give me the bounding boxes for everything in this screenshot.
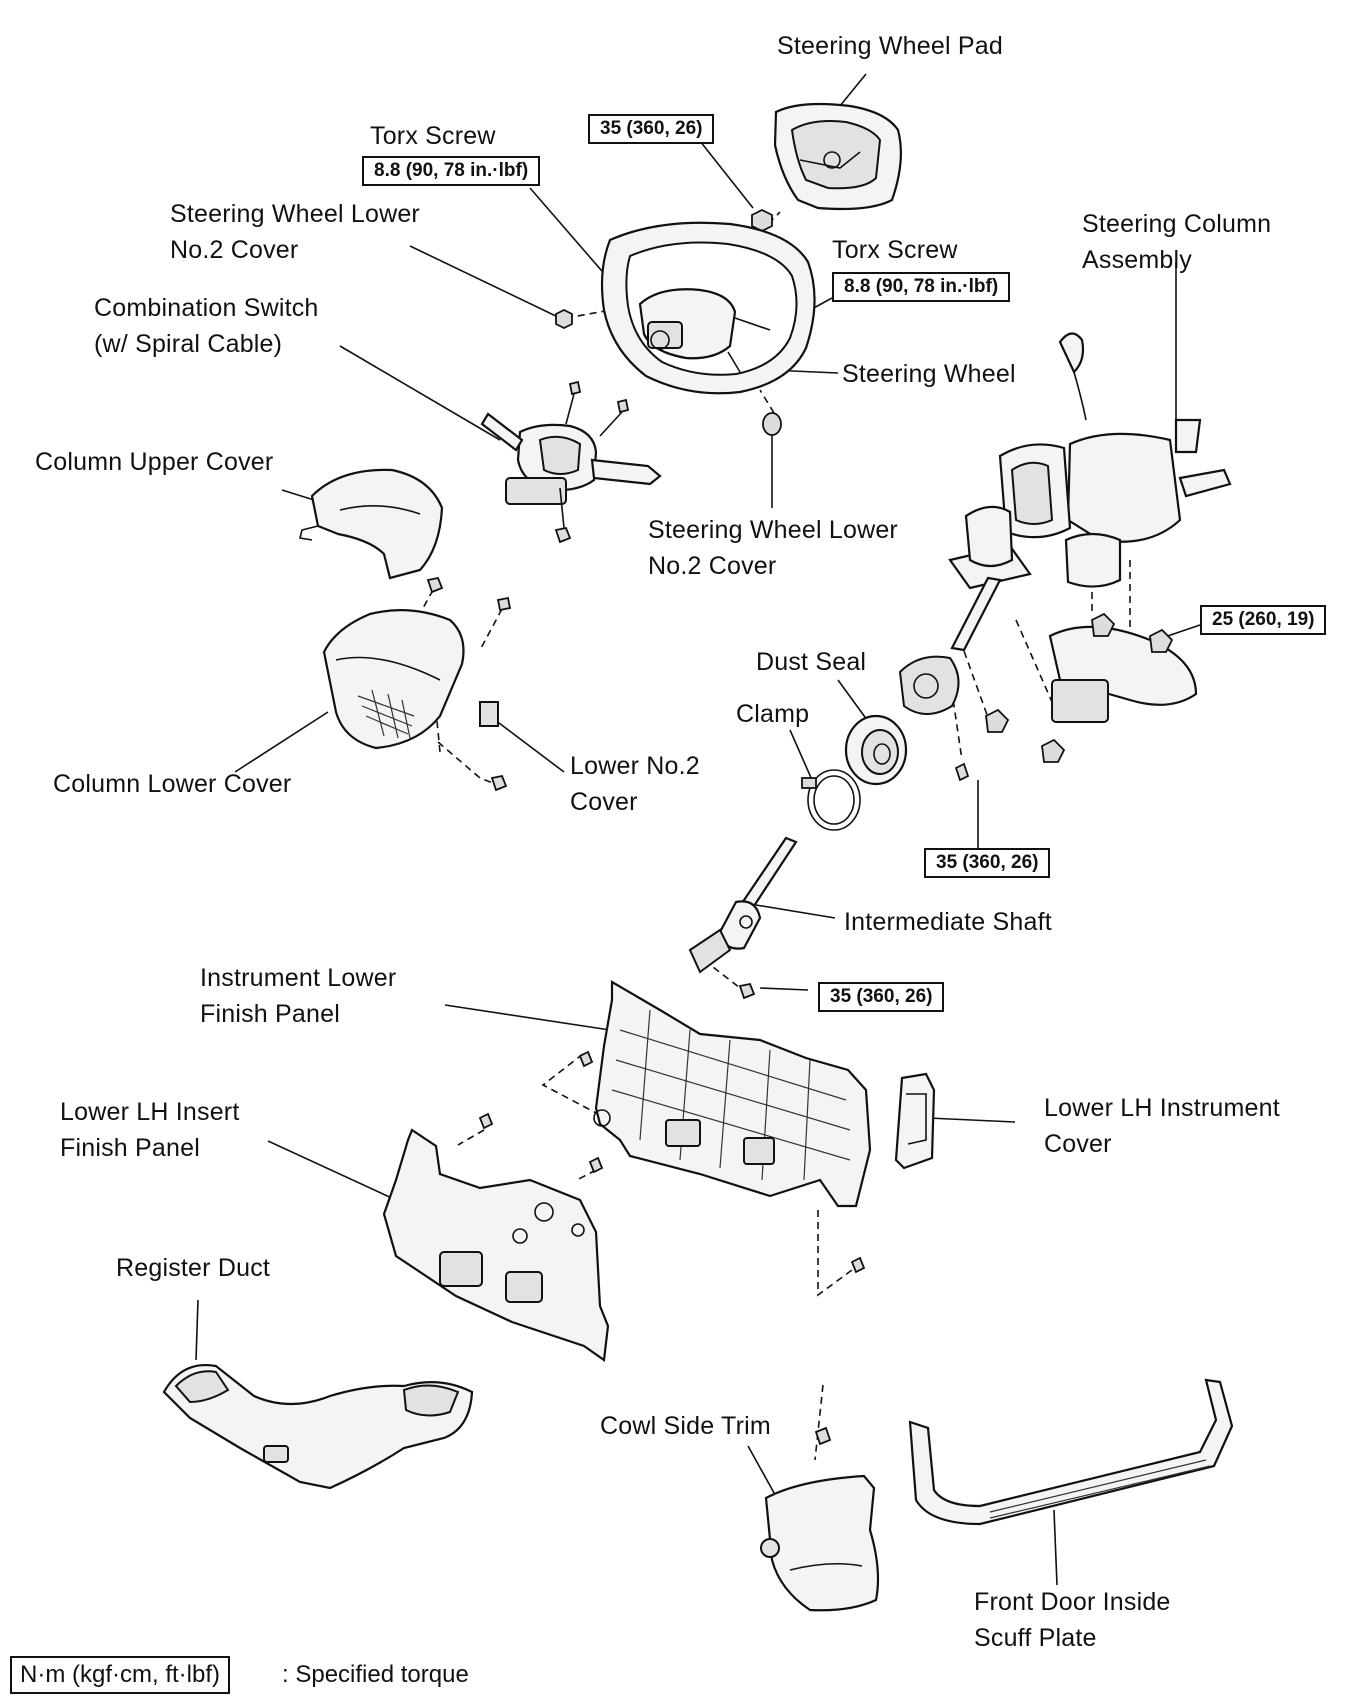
label-lower-lh-instrument-cover-line2: Cover <box>1044 1130 1112 1158</box>
leader-lines <box>195 73 1201 1586</box>
label-lower-lh-instrument-cover-line1: Lower LH Instrument <box>1044 1094 1280 1122</box>
register-duct-drawing <box>162 1364 474 1490</box>
label-register-duct: Register Duct <box>116 1254 271 1282</box>
clamp-drawing <box>801 769 861 831</box>
dust-seal-drawing <box>844 714 908 786</box>
intermediate-shaft-drawing <box>688 836 798 1000</box>
steering-wheel-pad-drawing <box>773 102 902 211</box>
label-torx-screw-right: Torx Screw <box>832 236 958 264</box>
torque-spec-torx-screw-right: 8.8 (90, 78 in.·lbf) <box>832 272 1011 302</box>
label-clamp: Clamp <box>736 700 810 728</box>
steering-column-assembly-drawing <box>898 332 1232 782</box>
label-intermediate-shaft: Intermediate Shaft <box>844 908 1052 936</box>
label-lower-lh-insert-finish-panel-line2: Finish Panel <box>60 1134 200 1162</box>
label-torx-screw-left: Torx Screw <box>370 122 496 150</box>
column-upper-cover-drawing <box>299 468 444 580</box>
label-steering-wheel-lower-cover-mid-line2: No.2 Cover <box>648 552 777 580</box>
column-lower-cover-drawing <box>322 576 512 792</box>
label-steering-column-assembly-line2: Assembly <box>1082 246 1192 274</box>
label-lower-no2-cover-line2: Cover <box>570 788 638 816</box>
legend-specified-torque-text: : Specified torque <box>282 1661 469 1688</box>
label-column-upper-cover: Column Upper Cover <box>35 448 274 476</box>
label-steering-wheel-lower-cover-top-line2: No.2 Cover <box>170 236 299 264</box>
label-instrument-lower-finish-panel-line1: Instrument Lower <box>200 964 397 992</box>
lower-lh-insert-finish-panel-drawing <box>382 1112 610 1362</box>
front-door-scuff-plate-drawing <box>908 1378 1234 1526</box>
lower-no2-cover-clip-drawing <box>762 412 782 436</box>
label-front-door-scuff-plate-line1: Front Door Inside <box>974 1588 1171 1616</box>
cowl-side-trim-drawing <box>760 1426 880 1612</box>
torque-spec-wheel-nut: 35 (360, 26) <box>588 114 715 144</box>
torque-spec-torx-screw-left: 8.8 (90, 78 in.·lbf) <box>362 156 541 186</box>
torque-spec-column-nut: 25 (260, 19) <box>1200 605 1327 635</box>
combination-switch-drawing <box>480 380 662 544</box>
label-steering-column-assembly-line1: Steering Column <box>1082 210 1272 238</box>
torx-screw-left-drawing <box>555 308 573 330</box>
label-dust-seal: Dust Seal <box>756 648 867 676</box>
label-steering-wheel-pad: Steering Wheel Pad <box>777 32 1003 60</box>
label-lower-lh-insert-finish-panel-line1: Lower LH Insert <box>60 1098 240 1126</box>
label-cowl-side-trim: Cowl Side Trim <box>600 1412 771 1440</box>
label-column-lower-cover: Column Lower Cover <box>53 770 292 798</box>
label-front-door-scuff-plate-line2: Scuff Plate <box>974 1624 1097 1652</box>
label-instrument-lower-finish-panel-line2: Finish Panel <box>200 1000 340 1028</box>
instrument-lower-finish-panel-drawing <box>578 980 872 1208</box>
steering-wheel-drawing <box>600 221 816 395</box>
label-steering-wheel-lower-cover-top-line1: Steering Wheel Lower <box>170 200 420 228</box>
label-combination-switch-line1: Combination Switch <box>94 294 319 322</box>
lower-lh-instrument-cover-drawing <box>894 1072 936 1170</box>
label-lower-no2-cover-line1: Lower No.2 <box>570 752 700 780</box>
torque-spec-intermediate-shaft-bolt: 35 (360, 26) <box>818 982 945 1012</box>
finish-panel-bolt-drawing <box>850 1256 866 1274</box>
legend-torque-unit-box: N·m (kgf·cm, ft·lbf) <box>10 1656 230 1694</box>
label-combination-switch-line2: (w/ Spiral Cable) <box>94 330 283 358</box>
torque-spec-column-bolt: 35 (360, 26) <box>924 848 1051 878</box>
label-steering-wheel: Steering Wheel <box>842 360 1016 388</box>
wheel-nut-drawing <box>751 208 773 233</box>
label-steering-wheel-lower-cover-mid-line1: Steering Wheel Lower <box>648 516 898 544</box>
